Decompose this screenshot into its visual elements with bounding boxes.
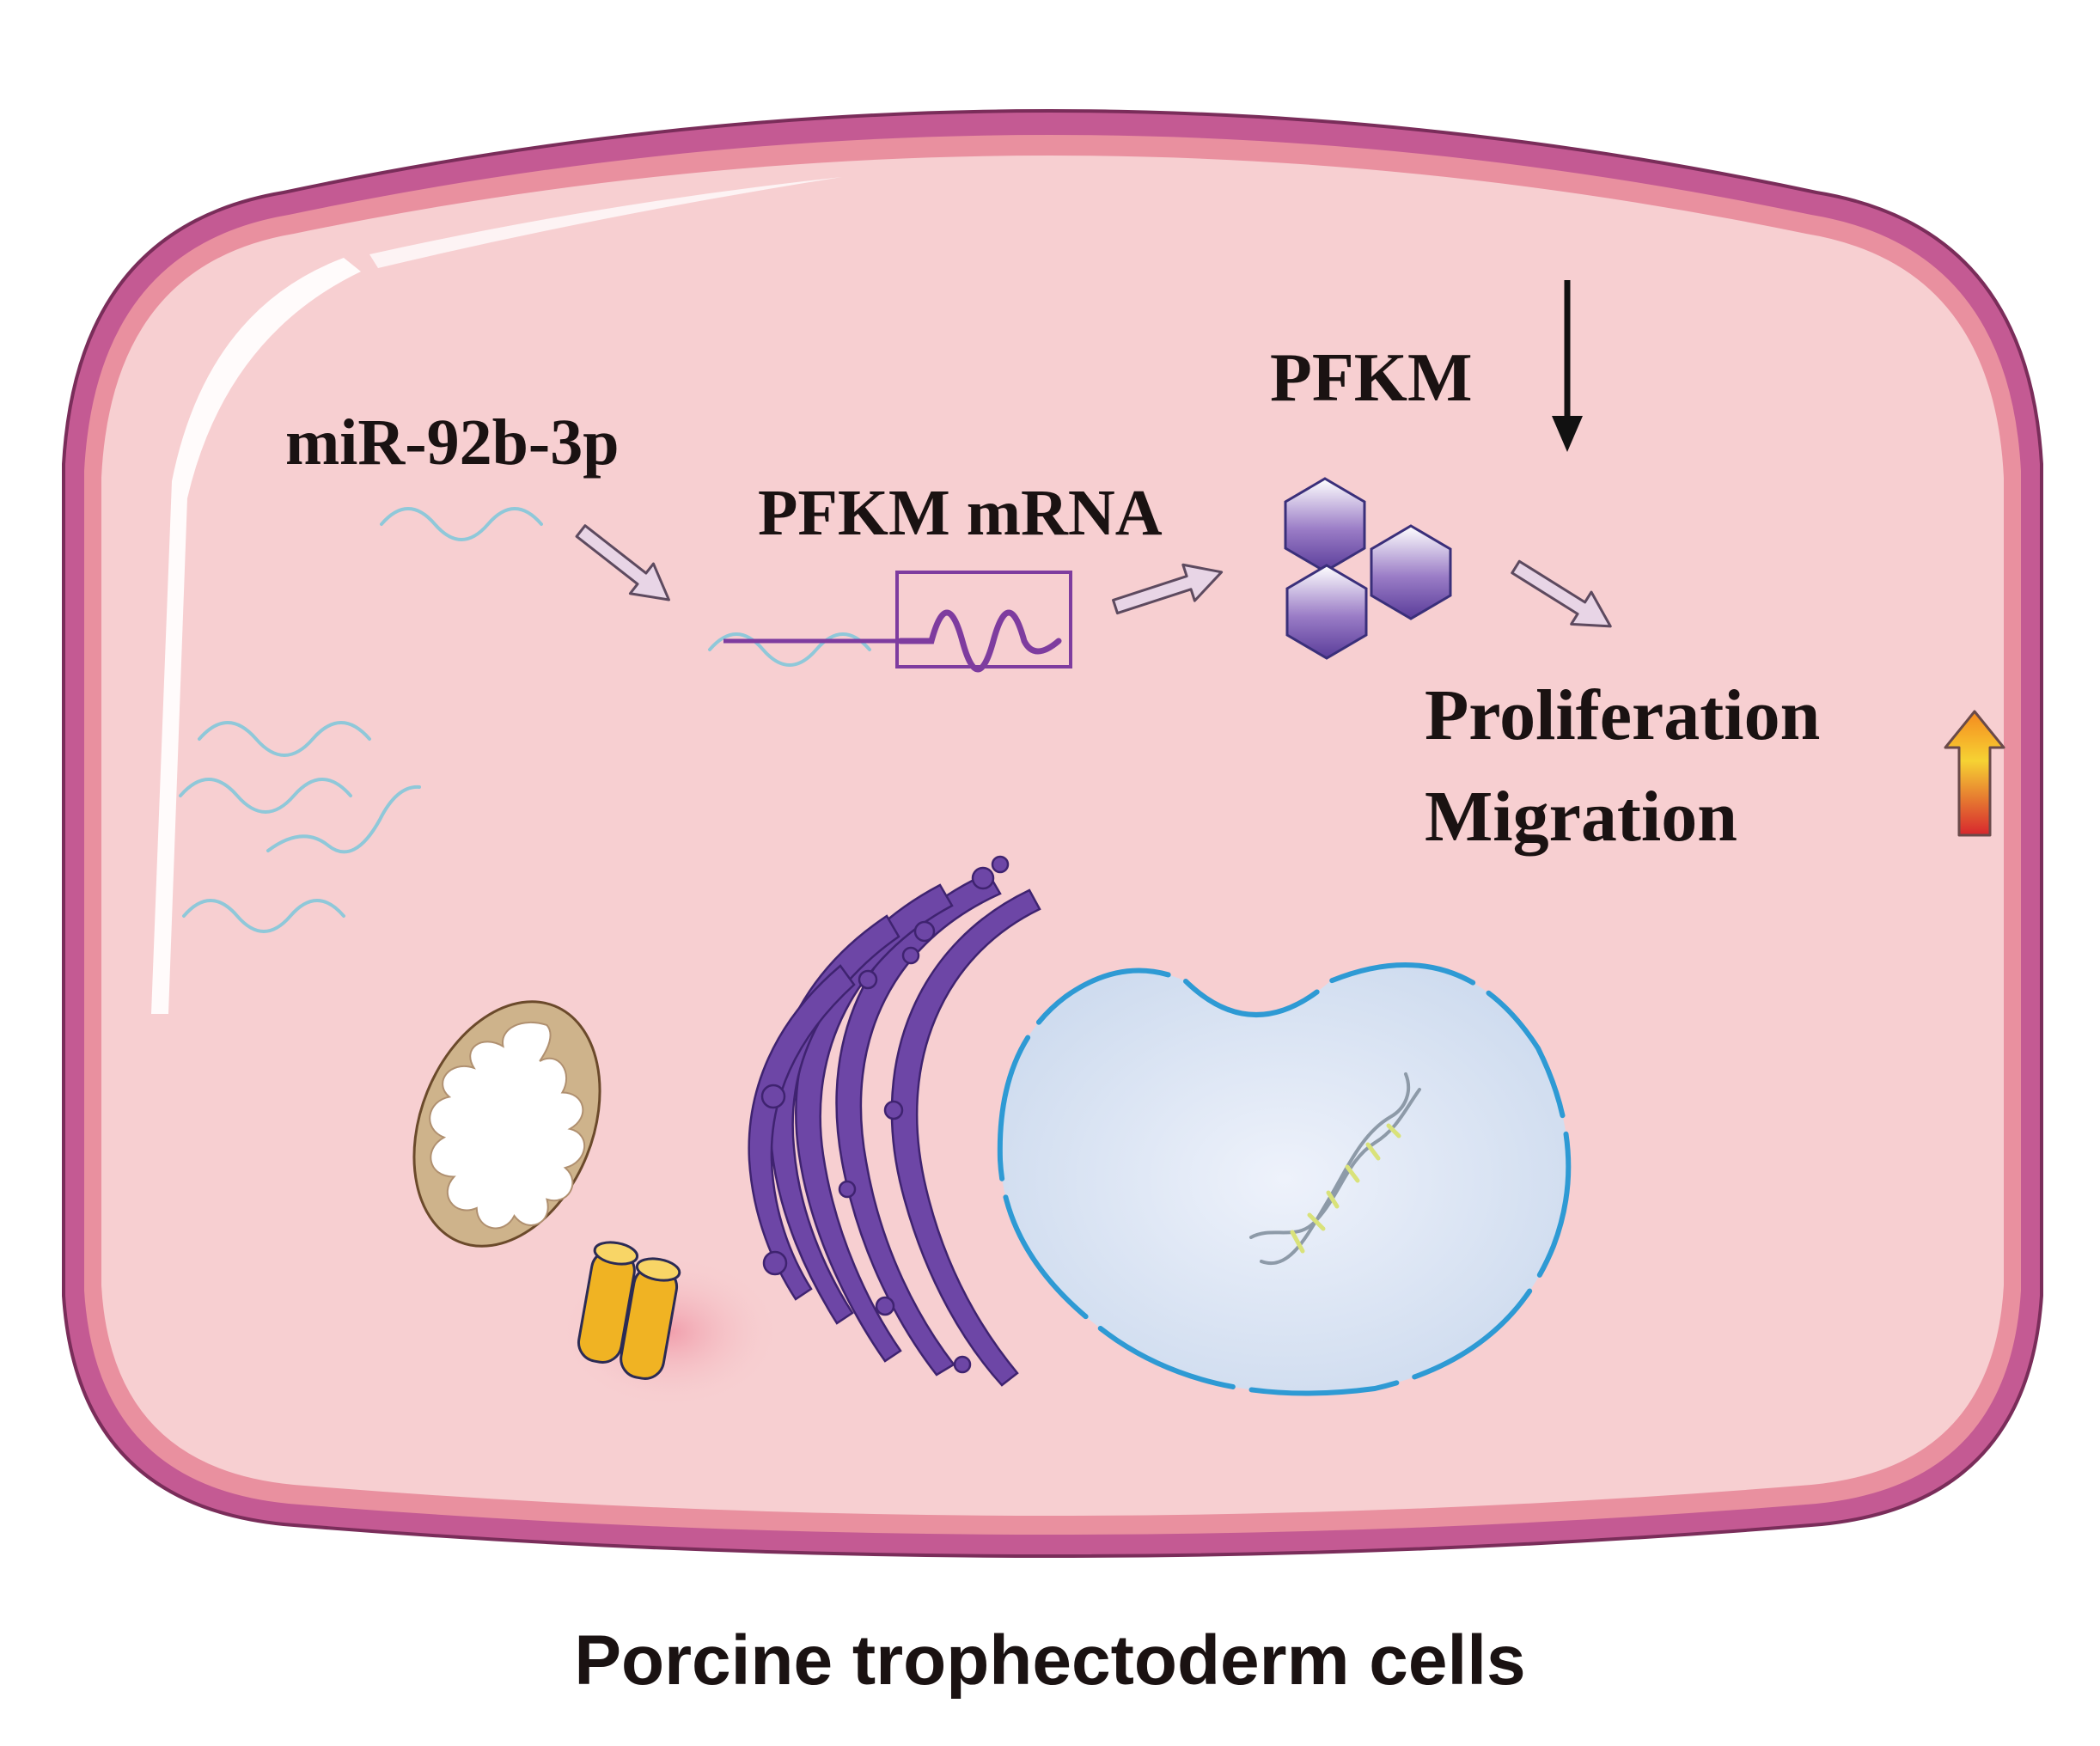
vesicle [901,946,920,965]
down-arrow-icon [1552,280,1583,452]
nucleus [997,962,1572,1396]
mrna-wave [897,609,1062,673]
vesicle [858,969,878,990]
mirna-strand [266,784,421,854]
mirna-strand [179,778,352,814]
pfkm-protein-label: PFKM [1270,340,1472,416]
vesicle [875,1296,895,1316]
cell [62,109,2043,1558]
mirna-strand [182,899,345,933]
flow-arrows [575,524,1612,628]
vesicle [913,920,936,943]
vesicle [883,1100,904,1120]
mirna-strand-bound [708,632,871,667]
membrane-highlight-top [369,177,842,268]
nuclear-envelope [997,962,1572,1396]
golgi-cisterna [890,888,1041,1387]
nucleus-body [999,964,1569,1394]
mirna-strand [380,507,543,541]
vesicle [953,1355,972,1374]
dna-icon [1249,1072,1421,1265]
pfkm-protein [1284,477,1452,660]
vesicle [760,1084,786,1109]
hollow-arrow-icon [575,524,670,601]
proliferation-label: Proliferation [1425,675,1820,755]
pfkm-mrna [723,571,1072,673]
mirna-strand [198,721,371,757]
protein-subunit [1370,524,1452,620]
centriole [577,1241,681,1380]
vesicle [838,1180,857,1199]
mirna-label: miR-92b-3p [285,406,619,479]
hollow-arrow-icon [1511,559,1612,628]
mitochondrion [412,1000,601,1248]
vesicle [762,1250,788,1276]
vesicle [971,866,995,890]
protein-subunit [1285,564,1368,660]
migration-label: Migration [1425,777,1737,857]
hollow-arrow-icon [1112,563,1224,615]
mirna-strands [179,507,871,933]
figure-caption: Porcine trophectoderm cells [574,1621,1525,1700]
golgi-apparatus [748,855,1041,1387]
up-gradient-arrow-icon [1944,710,2005,837]
vesicle [991,855,1010,874]
pfkm-mrna-label: PFKM mRNA [758,477,1163,549]
